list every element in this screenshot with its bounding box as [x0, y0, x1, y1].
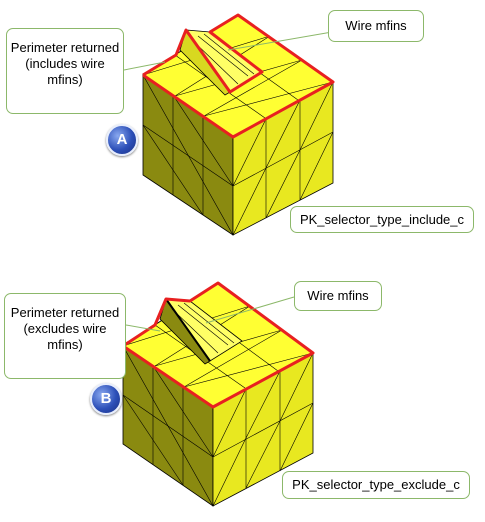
perimeter-callout-text: Perimeter returned (includes wire mfins) [10, 40, 120, 87]
cube-model-a [123, 13, 335, 236]
perimeter-leader-line [125, 324, 161, 332]
wire-mfins-callout-text: Wire mfins [307, 288, 369, 303]
panel-badge-b: B [90, 383, 122, 415]
panel-b: Perimeter returned (excludes wire mfins)… [0, 261, 485, 522]
selector-type-callout: PK_selector_type_exclude_c [282, 471, 470, 499]
wire-leader-line [205, 296, 295, 324]
selector-type-callout: PK_selector_type_include_c [290, 206, 474, 233]
selector-type-callout-text: PK_selector_type_include_c [299, 212, 465, 227]
perimeter-callout: Perimeter returned (includes wire mfins) [6, 28, 124, 114]
wire-mfins-callout: Wire mfins [294, 281, 382, 311]
perimeter-outline [122, 281, 315, 409]
panel-a: Perimeter returned (includes wire mfins)… [6, 10, 474, 236]
mesh-lines-right [232, 81, 334, 236]
wire-mfins-callout-text: Wire mfins [345, 18, 407, 33]
cube-model-b [122, 281, 315, 507]
wire-mfins-callout: Wire mfins [328, 10, 424, 42]
perimeter-callout-text: Perimeter returned (excludes wire mfins) [10, 305, 120, 352]
perimeter-outline [142, 13, 335, 139]
perimeter-leader-line [123, 61, 166, 71]
mesh-lines-left [122, 345, 214, 507]
mesh-lines-left [142, 74, 234, 236]
perimeter-callout: Perimeter returned (excludes wire mfins) [4, 293, 126, 379]
wire-leader-line [227, 31, 333, 51]
panel-badge-a: A [106, 124, 138, 156]
selector-type-callout-text: PK_selector_type_exclude_c [292, 477, 460, 492]
mesh-lines-right [212, 352, 314, 507]
